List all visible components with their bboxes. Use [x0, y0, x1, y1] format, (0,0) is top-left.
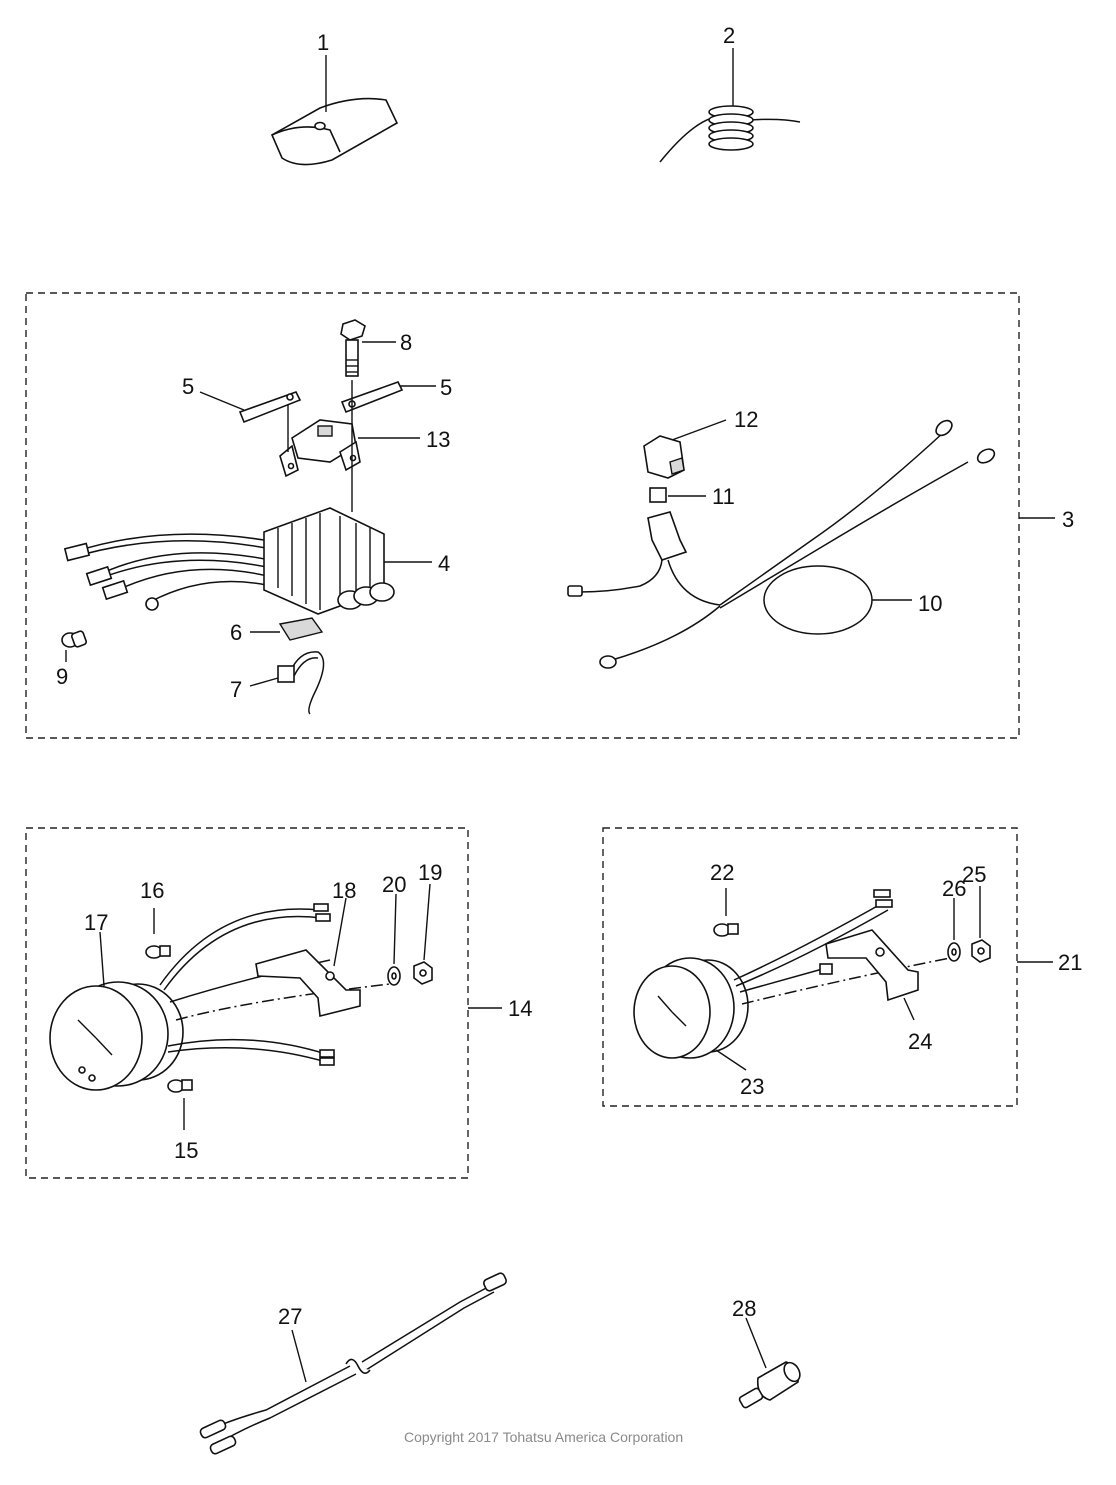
- part-16-bulb: [145, 908, 171, 959]
- callout-15: 15: [174, 1138, 198, 1163]
- part-17-gauge: [49, 903, 391, 1091]
- part-18-bracket: [255, 897, 361, 1017]
- callout-6: 6: [230, 620, 242, 645]
- part-23-gauge: [633, 889, 951, 1071]
- callout-14: 14: [508, 996, 532, 1021]
- callout-12: 12: [734, 407, 758, 432]
- callout-19: 19: [418, 860, 442, 885]
- callout-8: 8: [400, 330, 412, 355]
- part-4-rectifier: [63, 507, 432, 615]
- part-5-plate-right: [340, 381, 436, 414]
- callout-5a: 5: [182, 374, 194, 399]
- callout-22: 22: [710, 860, 734, 885]
- callout-24: 24: [908, 1029, 932, 1054]
- part-8-bolt: [340, 319, 396, 377]
- group-21-box: [602, 827, 1018, 1107]
- part-26-washer: [947, 898, 961, 962]
- part-6-pad: [250, 617, 324, 641]
- part-9-cap: [61, 630, 87, 662]
- part-22-bulb: [713, 888, 739, 937]
- callout-18: 18: [332, 878, 356, 903]
- part-25-nut: [971, 886, 991, 963]
- part-10-harness: [567, 419, 996, 669]
- callout-3: 3: [1062, 507, 1074, 532]
- callout-5b: 5: [440, 375, 452, 400]
- callout-2: 2: [723, 23, 735, 48]
- part-28-fitting: [738, 1317, 801, 1409]
- part-24-bracket: [825, 929, 919, 1021]
- callout-9: 9: [56, 664, 68, 689]
- callout-16: 16: [140, 878, 164, 903]
- copyright-notice: Copyright 2017 Tohatsu America Corporati…: [404, 1429, 683, 1445]
- group-14-box: [25, 827, 469, 1179]
- part-5-plate-left: [199, 391, 302, 424]
- callout-7: 7: [230, 677, 242, 702]
- part-1-cover: [270, 55, 399, 166]
- part-13-bracket: [279, 380, 420, 512]
- part-27-extension-wire: [199, 1272, 507, 1455]
- callout-26: 26: [942, 876, 966, 901]
- callout-23: 23: [740, 1074, 764, 1099]
- callout-4: 4: [438, 551, 450, 576]
- part-19-nut: [413, 883, 433, 985]
- callout-27: 27: [278, 1304, 302, 1329]
- group-3-box: [25, 292, 1020, 739]
- part-2-coil: [659, 48, 801, 163]
- part-12-fuse-cap: [643, 419, 727, 479]
- callout-10: 10: [918, 591, 942, 616]
- part-15-bulb: [167, 1079, 193, 1130]
- callout-20: 20: [382, 872, 406, 897]
- part-7-tie: [249, 651, 325, 715]
- callout-28: 28: [732, 1296, 756, 1321]
- callout-21: 21: [1058, 950, 1082, 975]
- callout-25: 25: [962, 862, 986, 887]
- callout-11: 11: [712, 484, 735, 509]
- callout-13: 13: [426, 427, 450, 452]
- part-11-fuse: [649, 487, 706, 503]
- callout-1: 1: [317, 30, 329, 55]
- part-20-washer: [387, 893, 401, 986]
- callout-17: 17: [84, 910, 108, 935]
